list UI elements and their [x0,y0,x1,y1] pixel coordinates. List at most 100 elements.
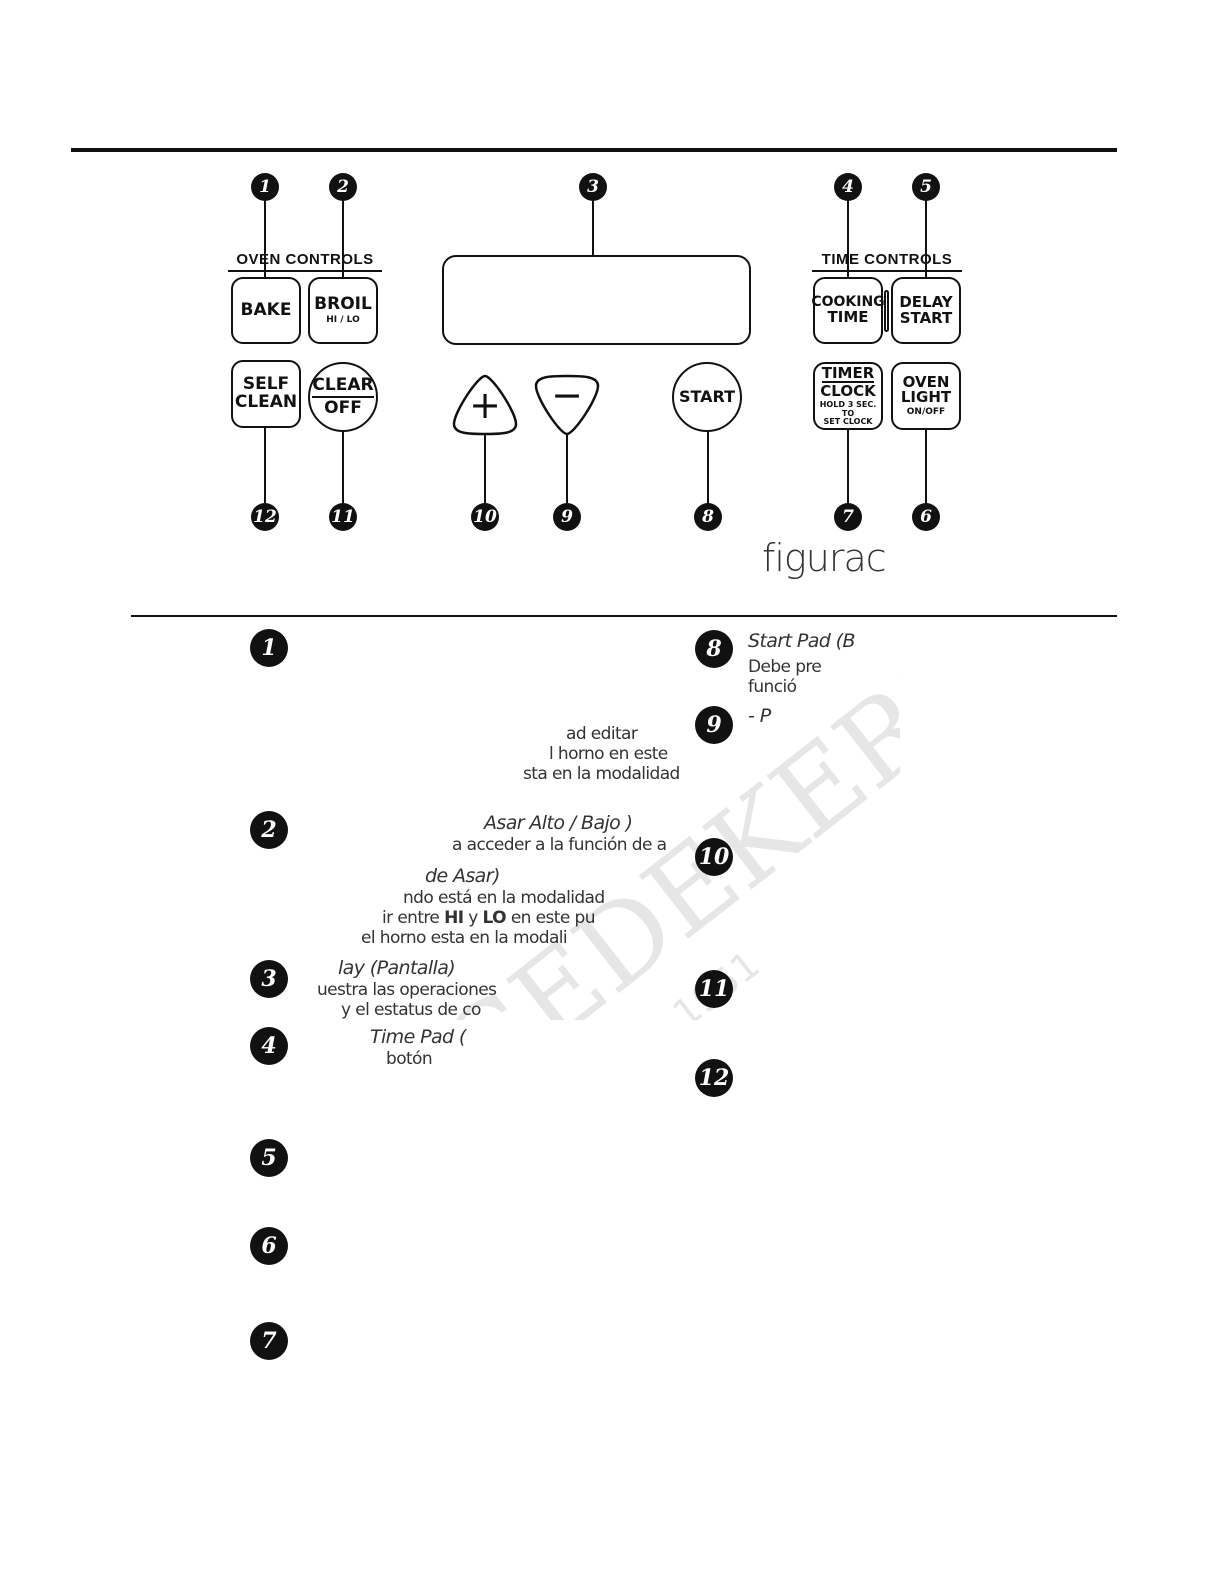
leader-10 [484,420,486,516]
desc-1-line-a: ad editar [566,724,638,744]
desc-num-3: 3 [250,960,288,998]
desc-4-title: Time Pad ( [370,1026,466,1048]
minus-button[interactable]: − [532,372,602,438]
oven-light-sub-label: ON/OFF [906,407,946,418]
clock-sub-label-1: HOLD 3 SEC. TO [819,400,877,418]
desc-8-line-b: Debe pre [748,657,822,677]
desc-4-line-b: botón [386,1049,433,1069]
off-label: OFF [324,397,362,418]
desc-1-line-c: sta en la modalidad [523,764,680,784]
leader-5 [925,190,927,278]
minus-icon: − [551,373,583,417]
desc-2-e-part1: ir entre [382,908,445,928]
leader-3 [592,190,594,258]
desc-num-12: 12 [695,1059,733,1097]
delay-start-label-2: START [899,308,953,327]
plus-button[interactable]: + [450,372,520,438]
desc-2-title: Asar Alto / Bajo ) [484,812,633,834]
oven-display [442,255,751,345]
leader-4 [847,190,849,278]
desc-num-9: 9 [695,706,733,744]
desc-num-4: 4 [250,1027,288,1065]
desc-3-title: lay (Pantalla) [338,957,456,979]
leader-1 [264,190,266,278]
desc-2-line-c: de Asar) [425,865,500,887]
callout-4: 4 [834,173,862,201]
desc-2-line-e: ir entre HI y LO en este pu [382,908,595,928]
leader-2 [342,190,344,280]
desc-3-line-c: y el estatus de co [341,1000,481,1020]
time-controls-underline [812,270,962,272]
oven-light-label-1: OVEN [902,372,950,391]
timer-label: TIMER [821,363,875,384]
section-rule [131,615,1117,617]
desc-8-title: Start Pad (B [748,630,856,652]
desc-2-line-d: ndo está en la modalidad [403,888,605,908]
bake-label: BAKE [240,299,292,320]
self-clean-label-2: CLEAN [234,392,298,412]
callout-3: 3 [579,173,607,201]
desc-num-6: 6 [250,1227,288,1265]
leader-11 [342,430,344,516]
clock-label: CLOCK [820,382,876,401]
clear-label: CLEAR [312,376,374,398]
bake-button[interactable]: BAKE [231,277,301,344]
desc-2-e-hi: HI [444,908,464,928]
desc-2-e-part2: y [463,908,483,928]
oven-light-button[interactable]: OVEN LIGHT ON/OFF [891,362,961,430]
callout-11: 11 [329,503,357,531]
callout-8: 8 [694,503,722,531]
callout-9: 9 [553,503,581,531]
leader-8 [707,430,709,516]
plus-icon: + [469,383,501,427]
leader-7 [847,430,849,516]
broil-button[interactable]: BROIL HI / LO [308,277,378,344]
desc-num-1: 1 [250,629,288,667]
delay-start-label-1: DELAY [899,292,953,311]
broil-sub-label: HI / LO [326,314,360,325]
callout-10: 10 [471,503,499,531]
callout-6: 6 [912,503,940,531]
desc-1-line-b: l horno en este [549,744,668,764]
time-controls-divider [884,290,889,332]
desc-8-line-c: funció [748,677,797,697]
self-clean-button[interactable]: SELF CLEAN [231,360,301,428]
figure-caption: figurac [762,536,887,580]
desc-2-e-lo: LO [482,908,507,928]
callout-1: 1 [251,173,279,201]
oven-controls-underline [228,270,382,272]
broil-label: BROIL [314,293,372,314]
cooking-time-label-2: TIME [827,307,869,326]
desc-3-line-b: uestra las operaciones [317,980,497,1000]
desc-9-title: - P [748,705,771,727]
callout-7: 7 [834,503,862,531]
clear-off-button[interactable]: CLEAR OFF [308,362,378,432]
desc-2-e-part3: en este pu [506,908,596,928]
start-label: START [678,386,736,406]
top-rule [71,148,1117,152]
oven-controls-label: OVEN CONTROLS [236,251,374,268]
callout-5: 5 [912,173,940,201]
oven-light-label-2: LIGHT [900,388,952,407]
start-button[interactable]: START [672,362,742,432]
callout-12: 12 [251,503,279,531]
watermark-since: Since 1951 [574,942,768,1020]
leader-6 [925,430,927,516]
leader-9 [566,420,568,516]
cooking-time-button[interactable]: COOKING TIME [811,277,885,344]
desc-num-10: 10 [695,838,733,876]
desc-num-11: 11 [695,970,733,1008]
leader-12 [264,428,266,516]
delay-start-button[interactable]: DELAY START [891,277,961,344]
desc-num-8: 8 [695,630,733,668]
desc-num-2: 2 [250,811,288,849]
desc-2-line-b: a acceder a la función de a [452,835,667,855]
desc-2-line-f: el horno esta en la modali [361,928,568,948]
callout-2: 2 [329,173,357,201]
desc-num-7: 7 [250,1322,288,1360]
desc-num-5: 5 [250,1139,288,1177]
cooking-time-label-1: COOKING [811,294,885,311]
clock-sub-label-2: SET CLOCK [823,416,873,426]
time-controls-label: TIME CONTROLS [821,251,953,268]
timer-clock-button[interactable]: TIMER CLOCK HOLD 3 SEC. TO SET CLOCK [813,362,883,430]
